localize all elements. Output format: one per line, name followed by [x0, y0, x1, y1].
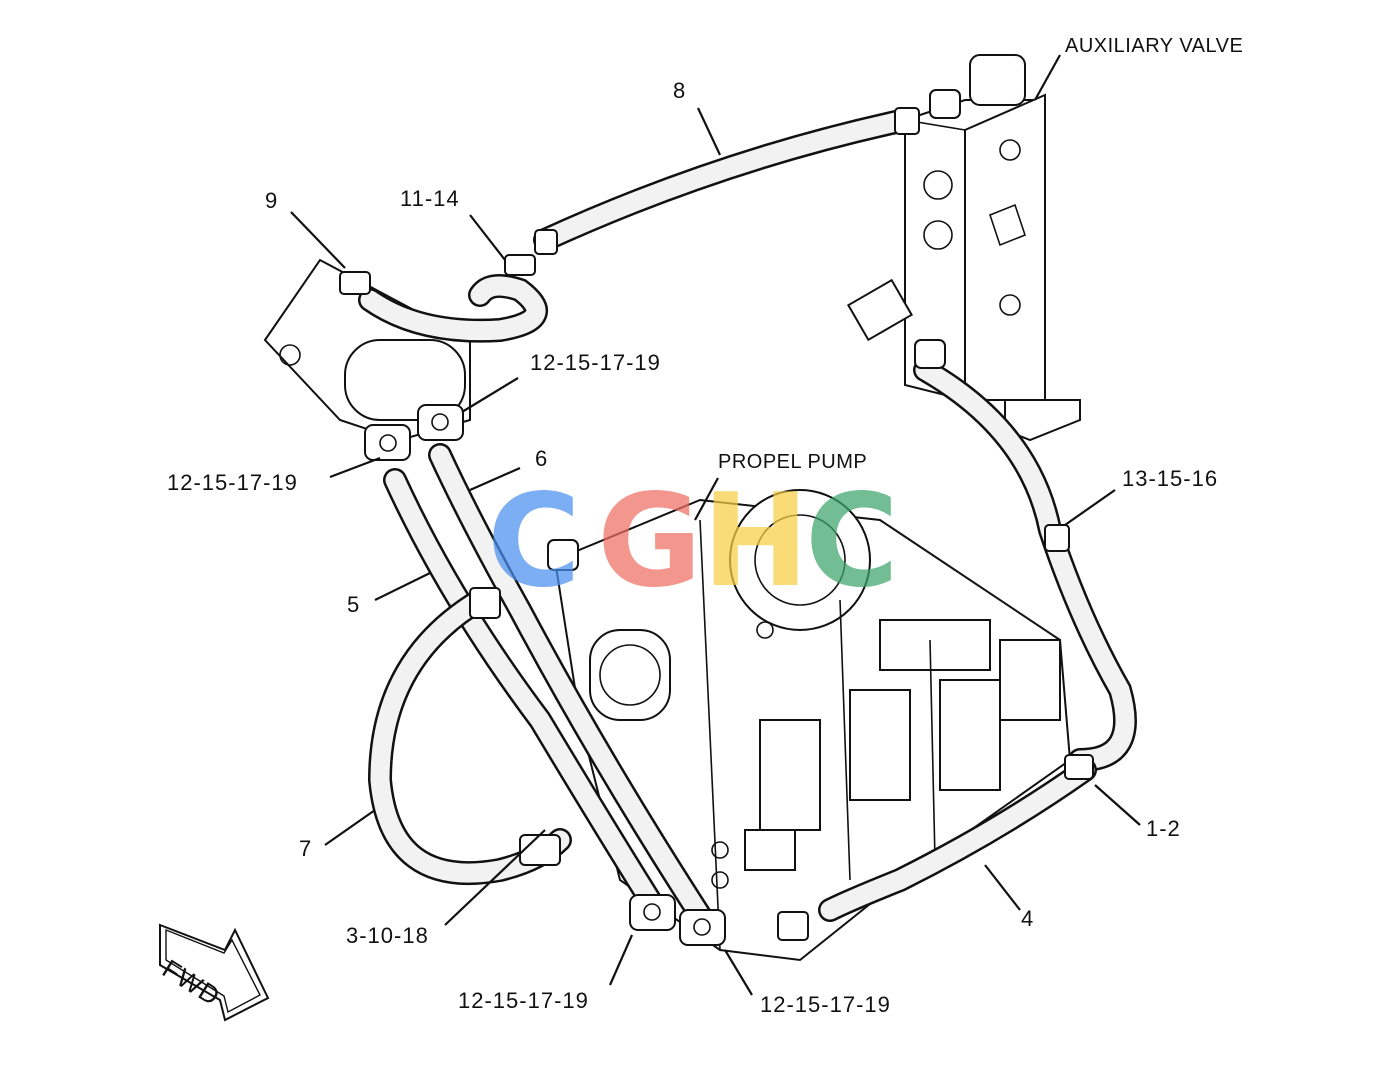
watermark-letter-4: C [805, 467, 899, 616]
callout-8: 8 [673, 78, 687, 103]
callout-6: 6 [535, 446, 549, 471]
motor-left [263, 258, 471, 461]
callout-11-14: 11-14 [400, 186, 460, 211]
callout-13-15-16: 13-15-16 [1122, 466, 1219, 491]
watermark-letter-1: C [487, 467, 581, 616]
auxiliary-valve [846, 54, 1081, 442]
callout-12-bottom-right: 12-15-17-19 [760, 992, 891, 1017]
leader-lines [290, 54, 1141, 996]
callout-5: 5 [347, 592, 361, 617]
fwd-arrow-icon [159, 923, 270, 1022]
label-propel-pump: PROPEL PUMP [718, 451, 868, 473]
callout-12-top: 12-15-17-19 [530, 350, 661, 375]
fittings [339, 107, 1094, 946]
callout-3-10-18: 3-10-18 [346, 923, 429, 948]
callout-12-left: 12-15-17-19 [167, 470, 298, 495]
callout-1-2: 1-2 [1146, 816, 1181, 841]
callout-9: 9 [265, 188, 279, 213]
label-auxiliary-valve: AUXILIARY VALVE [1065, 35, 1244, 57]
watermark-letter-3: H [702, 467, 810, 616]
hoses [358, 108, 1137, 927]
watermark-letter-2: G [597, 467, 703, 616]
callout-7: 7 [299, 836, 313, 861]
callout-12-bottom-left: 12-15-17-19 [458, 988, 589, 1013]
callout-4: 4 [1021, 906, 1035, 931]
